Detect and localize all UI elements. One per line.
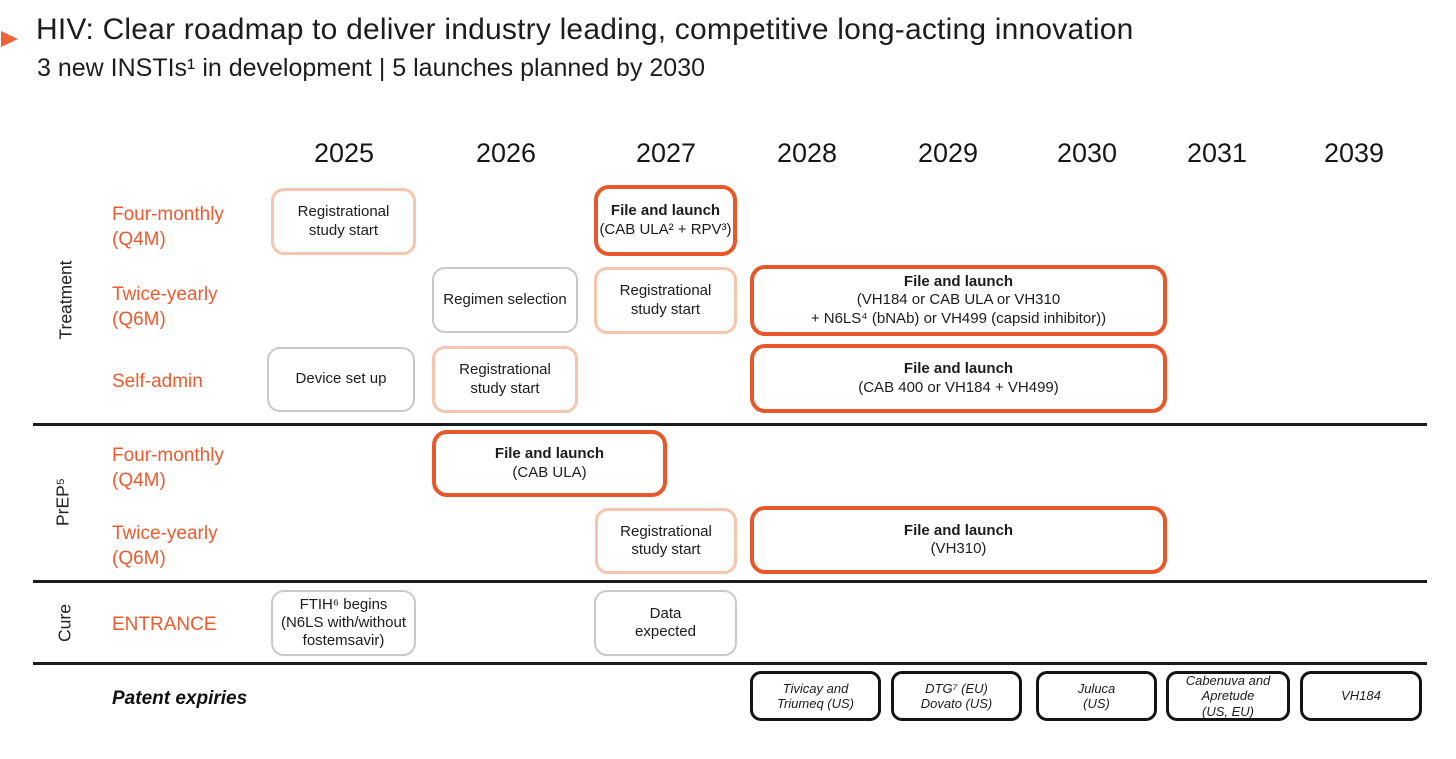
divider-prep-cure [33, 580, 1427, 583]
divider-treatment-prep [33, 423, 1427, 426]
page-subtitle: 3 new INSTIs¹ in development | 5 launche… [37, 54, 706, 82]
milestone-text: (CAB ULA) [512, 463, 587, 481]
patent-text: VH184 [1341, 688, 1381, 704]
patent-text: Tivicay and [782, 680, 849, 696]
milestone-text: Registrational [297, 203, 390, 221]
milestone-text: (N6LS with/without [280, 613, 407, 631]
year-label-2025: 2025 [313, 138, 375, 168]
milestone-title: File and launch [903, 273, 1014, 291]
row-label-entrance: ENTRANCE [112, 614, 217, 635]
milestone-box-registrational-study-start: Registrational study start [594, 267, 737, 334]
page-title: HIV: Clear roadmap to deliver industry l… [36, 13, 1134, 46]
milestone-text: (VH184 or CAB ULA or VH310 [856, 291, 1061, 309]
row-label-treatment-q4m: Four-monthly (Q4M) [112, 204, 224, 251]
milestone-box-ftih-begins: FTIH⁶ begins (N6LS with/without fostemsa… [271, 590, 416, 656]
milestone-box-file-launch-vh310: File and launch (VH310) [750, 506, 1167, 574]
milestone-text: study start [631, 541, 701, 558]
year-label-2030: 2030 [1056, 138, 1118, 168]
milestone-text: Regimen selection [443, 290, 567, 308]
patent-text: Triumeq (US) [776, 696, 855, 711]
patent-box-vh184: VH184 [1300, 671, 1422, 721]
milestone-text: fostemsavir) [302, 632, 385, 650]
year-label-2029: 2029 [917, 138, 979, 168]
patent-text: Juluca [1077, 680, 1116, 696]
milestone-box-registrational-study-start: Registrational study start [271, 188, 416, 255]
section-label-cure: Cure [54, 604, 75, 642]
year-label-2039: 2039 [1323, 138, 1385, 168]
milestone-text: FTIH⁶ begins [299, 595, 388, 613]
patent-box-juluca: Juluca (US) [1036, 671, 1157, 721]
milestone-text: (VH310) [930, 540, 987, 557]
patent-box-cabenuva-apretude: Cabenuva and Apretude (US, EU) [1166, 671, 1290, 721]
milestone-box-regimen-selection: Regimen selection [432, 267, 578, 333]
year-label-2028: 2028 [776, 138, 838, 168]
milestone-box-file-launch-vh184-options: File and launch (VH184 or CAB ULA or VH3… [750, 265, 1167, 336]
milestone-text: (CAB 400 or VH184 + VH499) [858, 378, 1059, 396]
patent-text: (US, EU) [1202, 703, 1254, 719]
milestone-text: Registrational [459, 361, 551, 379]
section-label-prep: PrEP⁵ [52, 477, 73, 527]
milestone-text: study start [630, 300, 701, 318]
row-label-self-admin: Self-admin [112, 371, 203, 392]
section-label-treatment: Treatment [55, 260, 76, 340]
milestone-text: Device set up [295, 370, 387, 388]
milestone-title: File and launch [494, 445, 605, 463]
patent-text: (US) [1083, 696, 1110, 711]
patent-box-dtg-dovato: DTG⁷ (EU) Dovato (US) [891, 671, 1022, 721]
milestone-box-file-launch-cab400: File and launch (CAB 400 or VH184 + VH49… [750, 344, 1167, 413]
milestone-text: study start [470, 379, 540, 397]
milestone-box-file-launch-cab-ula: File and launch (CAB ULA) [432, 430, 667, 497]
milestone-title: File and launch [903, 521, 1014, 539]
milestone-text: Registrational [620, 522, 712, 540]
divider-cure-patents [33, 662, 1427, 665]
milestone-text: study start [308, 221, 379, 239]
milestone-title: File and launch [610, 202, 721, 220]
year-label-2027: 2027 [635, 138, 697, 168]
year-label-2026: 2026 [475, 138, 537, 168]
row-label-patent-expiries: Patent expiries [112, 688, 248, 709]
patent-text: Dovato (US) [920, 696, 993, 711]
milestone-box-device-set-up: Device set up [267, 347, 415, 412]
milestone-text: Registrational [619, 282, 712, 300]
row-label-prep-q6m: Twice-yearly (Q6M) [112, 523, 218, 570]
milestone-box-registrational-study-start: Registrational study start [432, 346, 578, 413]
milestone-text: + N6LS⁴ (bNAb) or VH499 (capsid inhibito… [810, 309, 1107, 327]
milestone-text: expected [635, 623, 696, 640]
patent-text: Cabenuva and [1185, 673, 1271, 689]
row-label-prep-q4m: Four-monthly (Q4M) [112, 445, 224, 492]
milestone-text: (CAB ULA² + RPV³) [599, 220, 732, 238]
arrow-right-icon [1, 31, 18, 47]
milestone-box-data-expected: Data expected [594, 590, 737, 656]
patent-text: DTG⁷ (EU) [925, 680, 988, 696]
year-label-2031: 2031 [1186, 138, 1248, 168]
patent-text: Apretude [1201, 688, 1255, 704]
milestone-title: File and launch [903, 360, 1014, 378]
row-label-treatment-q6m: Twice-yearly (Q6M) [112, 284, 218, 331]
patent-box-tivicay-triumeq: Tivicay and Triumeq (US) [750, 671, 881, 721]
milestone-box-registrational-study-start: Registrational study start [595, 508, 737, 574]
milestone-box-file-launch-cab-ula-rpv: File and launch (CAB ULA² + RPV³) [594, 185, 737, 256]
milestone-text: Data [649, 604, 682, 622]
